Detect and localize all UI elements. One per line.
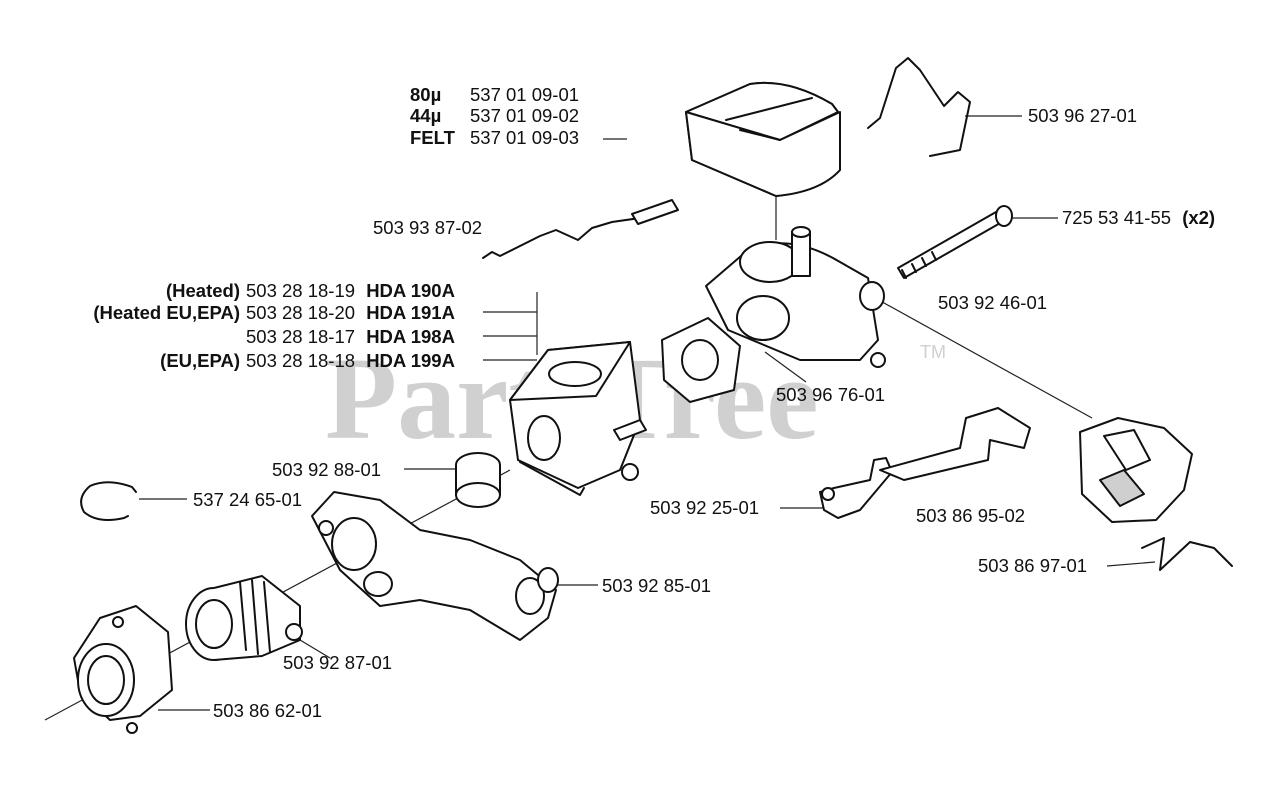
carb-variant-qualifier-2: (Heated EU,EPA): [93, 302, 240, 323]
gasket-part[interactable]: [661, 317, 741, 403]
callout-boot[interactable]: 503 92 87-01: [283, 652, 392, 673]
lever-part[interactable]: [879, 407, 1031, 481]
choke-wire-part[interactable]: [482, 199, 679, 259]
callout-circlip[interactable]: 537 24 65-01: [193, 489, 302, 510]
carburetor-variant-list: (Heated) 503 28 18-19 HDA 190A (Heated E…: [93, 280, 455, 371]
intake-boot-part[interactable]: [185, 575, 303, 661]
intake-manifold-part[interactable]: [311, 491, 559, 641]
callout-bolt[interactable]: 725 53 41-55 (x2): [1062, 207, 1215, 228]
filter-option-felt[interactable]: FELT 537 01 09-03: [410, 127, 579, 148]
callout-wire[interactable]: 503 93 87-02: [373, 217, 482, 238]
air-filter-cover-part[interactable]: [685, 81, 841, 197]
wire-clip-part[interactable]: [867, 57, 971, 157]
carb-variant-qualifier-4: (EU,EPA): [160, 350, 240, 371]
callout-gasket[interactable]: 503 96 76-01: [776, 384, 885, 405]
filter-base-part[interactable]: [705, 226, 886, 368]
callout-bracket[interactable]: 503 86 97-01: [978, 555, 1087, 576]
carb-variant-1[interactable]: 503 28 18-19 HDA 190A: [246, 280, 455, 301]
filter-options-list: 80µ 537 01 09-01 44µ 537 01 09-02 FELT 5…: [410, 84, 579, 148]
callout-lever[interactable]: 503 86 95-02: [916, 505, 1025, 526]
carb-variant-qualifier-1: (Heated): [166, 280, 240, 301]
callout-intake[interactable]: 503 92 85-01: [602, 575, 711, 596]
filter-option-44[interactable]: 44µ 537 01 09-02: [410, 105, 579, 126]
carb-variant-2[interactable]: 503 28 18-20 HDA 191A: [246, 302, 455, 323]
carb-variant-4[interactable]: 503 28 18-18 HDA 199A: [246, 350, 455, 371]
throttle-rod-part[interactable]: [819, 457, 893, 519]
callout-flange[interactable]: 503 86 62-01: [213, 700, 322, 721]
carburetor-part[interactable]: [509, 341, 647, 496]
filter-option-80[interactable]: 80µ 537 01 09-01: [410, 84, 579, 105]
carb-variant-3[interactable]: 503 28 18-17 HDA 198A: [246, 326, 455, 347]
bracket-part[interactable]: [1079, 417, 1193, 523]
ring-part[interactable]: [455, 452, 501, 508]
bolt-part[interactable]: [897, 205, 1013, 279]
spring-bracket-part[interactable]: [1141, 537, 1233, 571]
callout-throttle-rod[interactable]: 503 92 25-01: [650, 497, 759, 518]
watermark-trademark: TM: [920, 342, 946, 362]
circlip-part[interactable]: [80, 481, 137, 521]
callout-clip[interactable]: 503 96 27-01: [1028, 105, 1137, 126]
callout-ring[interactable]: 503 92 88-01: [272, 459, 381, 480]
callout-filter-base[interactable]: 503 92 46-01: [938, 292, 1047, 313]
flange-part[interactable]: [73, 605, 173, 734]
